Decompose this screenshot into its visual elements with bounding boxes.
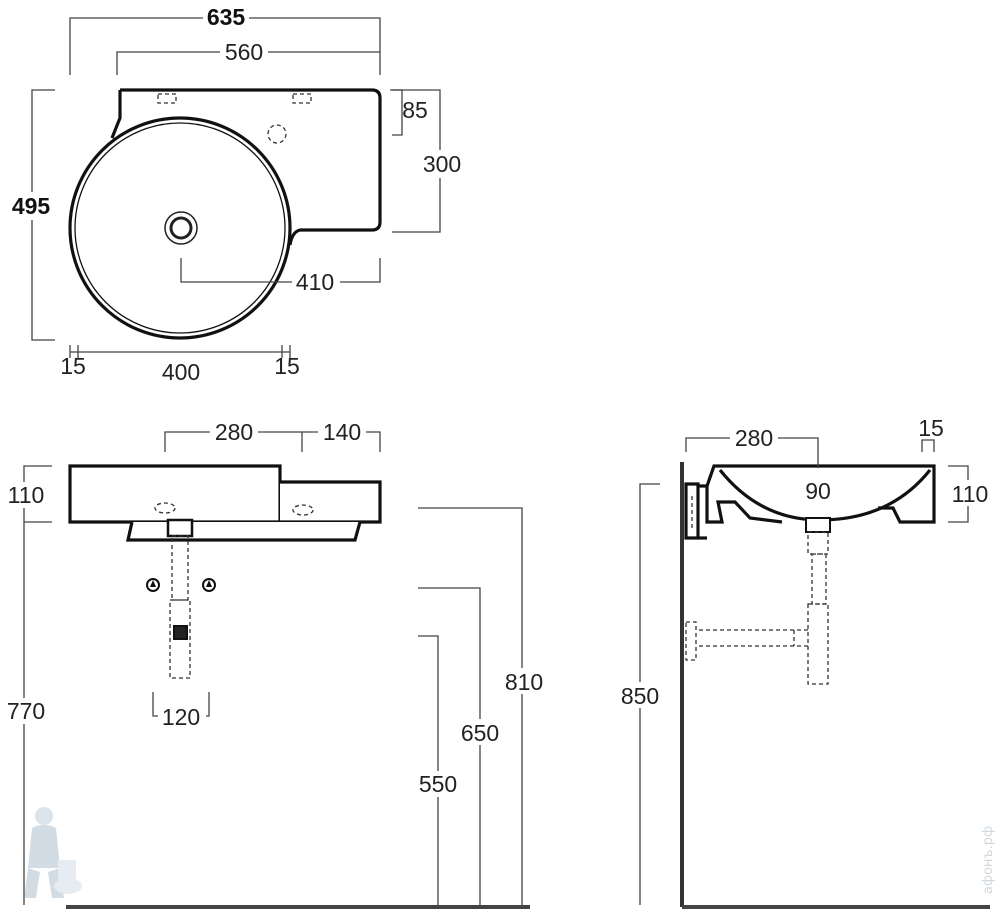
dim-495: 495 bbox=[12, 193, 51, 219]
dim-560: 560 bbox=[225, 39, 263, 65]
side-waste-flange bbox=[685, 621, 697, 661]
dim-15-left: 15 bbox=[60, 353, 86, 379]
dim-120: 120 bbox=[162, 704, 200, 730]
top-bowl-circle bbox=[68, 116, 292, 340]
dim-550: 550 bbox=[419, 771, 457, 797]
side-siphon-stem bbox=[811, 553, 827, 605]
dim-15-side: 15 bbox=[918, 415, 944, 441]
dim-line-650 bbox=[418, 587, 481, 905]
top-fixing-right bbox=[292, 93, 312, 104]
dim-line-850 bbox=[639, 483, 660, 905]
dim-400: 400 bbox=[162, 359, 200, 385]
top-basin-outline bbox=[120, 88, 382, 246]
front-tap-dashed bbox=[292, 504, 314, 516]
top-fixing-left bbox=[157, 93, 177, 104]
dim-line-15-side bbox=[921, 439, 935, 452]
side-basin-outer bbox=[698, 464, 936, 524]
watermark-plumber-figure bbox=[24, 807, 82, 898]
dim-15-right: 15 bbox=[274, 353, 300, 379]
dim-300: 300 bbox=[423, 151, 461, 177]
dim-850: 850 bbox=[621, 683, 659, 709]
side-waste-pipe bbox=[696, 629, 808, 647]
dim-410: 410 bbox=[296, 269, 334, 295]
dim-line-410 bbox=[180, 258, 381, 283]
side-siphon-trap bbox=[807, 603, 829, 685]
front-siphon-upper bbox=[171, 535, 189, 601]
dim-line-560 bbox=[116, 51, 380, 75]
dim-line-810 bbox=[418, 507, 523, 905]
top-bowl-inner-circle bbox=[74, 122, 286, 334]
dim-280-side: 280 bbox=[735, 425, 773, 451]
dim-90-side: 90 bbox=[805, 478, 831, 504]
dim-810: 810 bbox=[505, 669, 543, 695]
side-drain-neck bbox=[805, 517, 831, 533]
dim-110-front: 110 bbox=[8, 482, 45, 508]
top-drain-outer bbox=[164, 211, 198, 245]
dim-85: 85 bbox=[402, 97, 428, 123]
dim-770: 770 bbox=[7, 698, 45, 724]
front-drain-dashed bbox=[154, 502, 176, 514]
dim-635: 635 bbox=[207, 4, 246, 30]
dim-line-550 bbox=[418, 635, 439, 905]
front-waste-outlet bbox=[173, 625, 188, 640]
side-siphon-upper bbox=[807, 531, 829, 555]
side-basin-bottom-left bbox=[705, 486, 783, 524]
side-view: 280 15 90 110 850 bbox=[616, 415, 994, 909]
top-view: 635 560 495 85 300 410 15 400 15 bbox=[8, 4, 464, 385]
front-drain-neck bbox=[166, 518, 194, 538]
front-view: 280 140 110 770 120 810 650 550 bbox=[2, 418, 548, 909]
watermark-text: афонъ.рф bbox=[981, 826, 996, 894]
top-tap-hole bbox=[267, 124, 287, 144]
top-drain-inner bbox=[169, 216, 193, 240]
front-shelf-body bbox=[280, 480, 382, 524]
front-basin-body bbox=[68, 464, 282, 524]
dim-650: 650 bbox=[461, 720, 499, 746]
front-base-lip bbox=[126, 521, 362, 542]
top-shelf-back bbox=[110, 90, 122, 139]
dim-110-side: 110 bbox=[952, 481, 989, 507]
dim-140-front: 140 bbox=[323, 419, 361, 445]
dim-280-front: 280 bbox=[215, 419, 253, 445]
dim-line-85 bbox=[390, 89, 403, 136]
front-siphon-lower bbox=[169, 599, 191, 679]
